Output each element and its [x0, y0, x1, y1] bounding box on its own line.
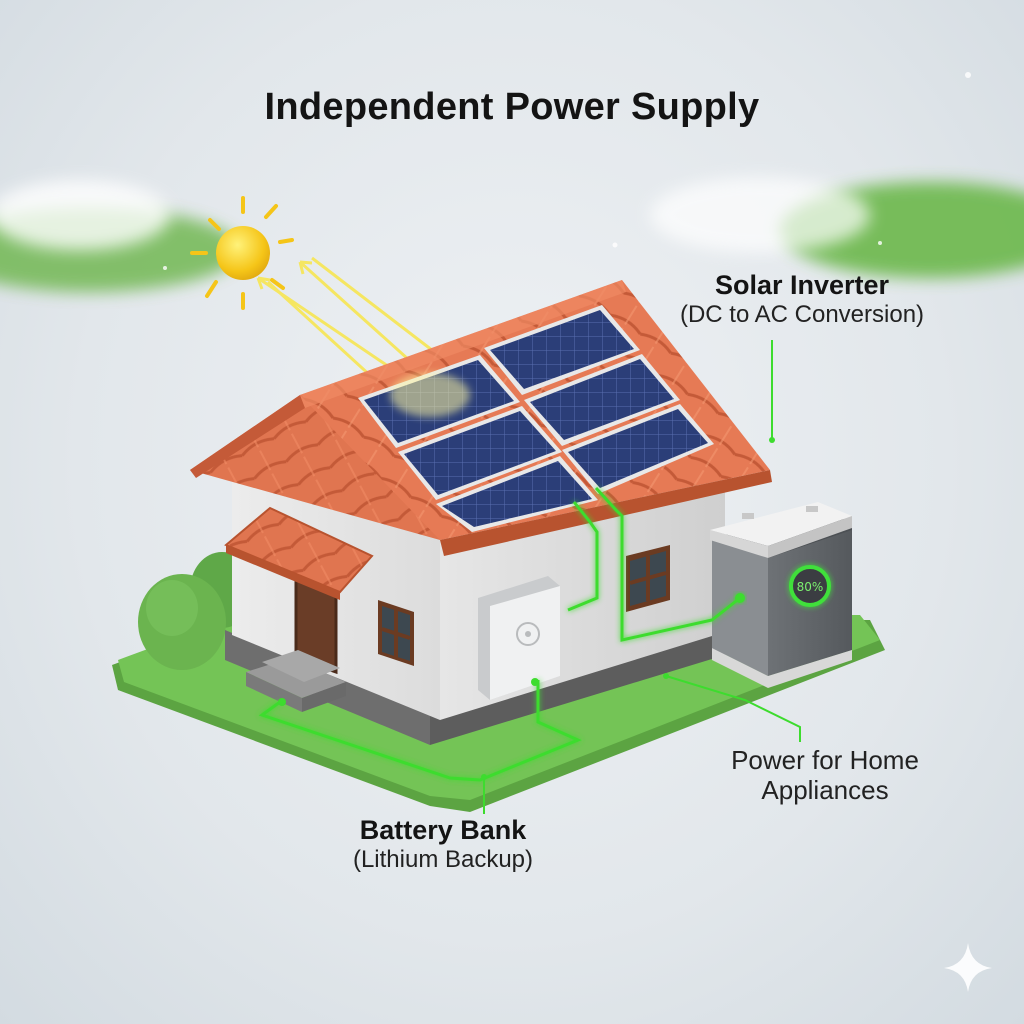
wire-inverter-to-grid — [258, 680, 582, 782]
leader-lines — [481, 340, 801, 814]
label-solar-inverter: Solar Inverter (DC to AC Conversion) — [672, 270, 932, 329]
battery-bank: 80% — [710, 502, 852, 688]
battery-gauge — [789, 565, 831, 607]
porch-roof — [224, 506, 374, 594]
sparkle-icon — [944, 943, 992, 992]
foundation-side — [430, 630, 725, 745]
battery-level: 80% — [797, 580, 824, 594]
label-home-appliances: Power for Home Appliances — [700, 745, 950, 806]
front-steps — [246, 650, 346, 712]
solar-panel-cells — [568, 409, 708, 488]
background-hills — [0, 177, 1024, 292]
front-window — [378, 600, 414, 666]
side-window — [626, 545, 670, 612]
power-wires — [258, 486, 741, 782]
solar-panel-cells — [490, 310, 634, 389]
sun-icon — [190, 196, 294, 310]
label-battery-bank: Battery Bank (Lithium Backup) — [318, 815, 568, 874]
solar-panel-cells — [530, 359, 674, 440]
roof-ridge — [300, 280, 626, 408]
roof-eave — [440, 470, 772, 556]
diagram-title: Independent Power Supply — [264, 86, 760, 128]
wire-panel-to-battery — [594, 486, 741, 642]
label-home-appliances-line2: Appliances — [761, 774, 889, 805]
leader-appliances — [665, 675, 801, 742]
porch-roof-edge — [226, 545, 340, 600]
sunlight-glare — [390, 373, 470, 417]
wire-panel-to-inverter — [567, 501, 599, 612]
solar-array — [358, 305, 714, 532]
label-battery-bank-name: Battery Bank — [359, 815, 527, 845]
label-battery-bank-detail: (Lithium Backup) — [352, 846, 534, 874]
solar-panel-cells — [404, 411, 556, 495]
inverter-unit — [478, 576, 560, 700]
label-home-appliances-line1: Power for Home — [731, 745, 919, 775]
solar-panel-cells — [442, 461, 592, 527]
label-solar-inverter-name: Solar Inverter — [714, 270, 890, 300]
sparkle-dots — [163, 72, 971, 270]
label-solar-inverter-detail: (DC to AC Conversion) — [679, 301, 925, 329]
